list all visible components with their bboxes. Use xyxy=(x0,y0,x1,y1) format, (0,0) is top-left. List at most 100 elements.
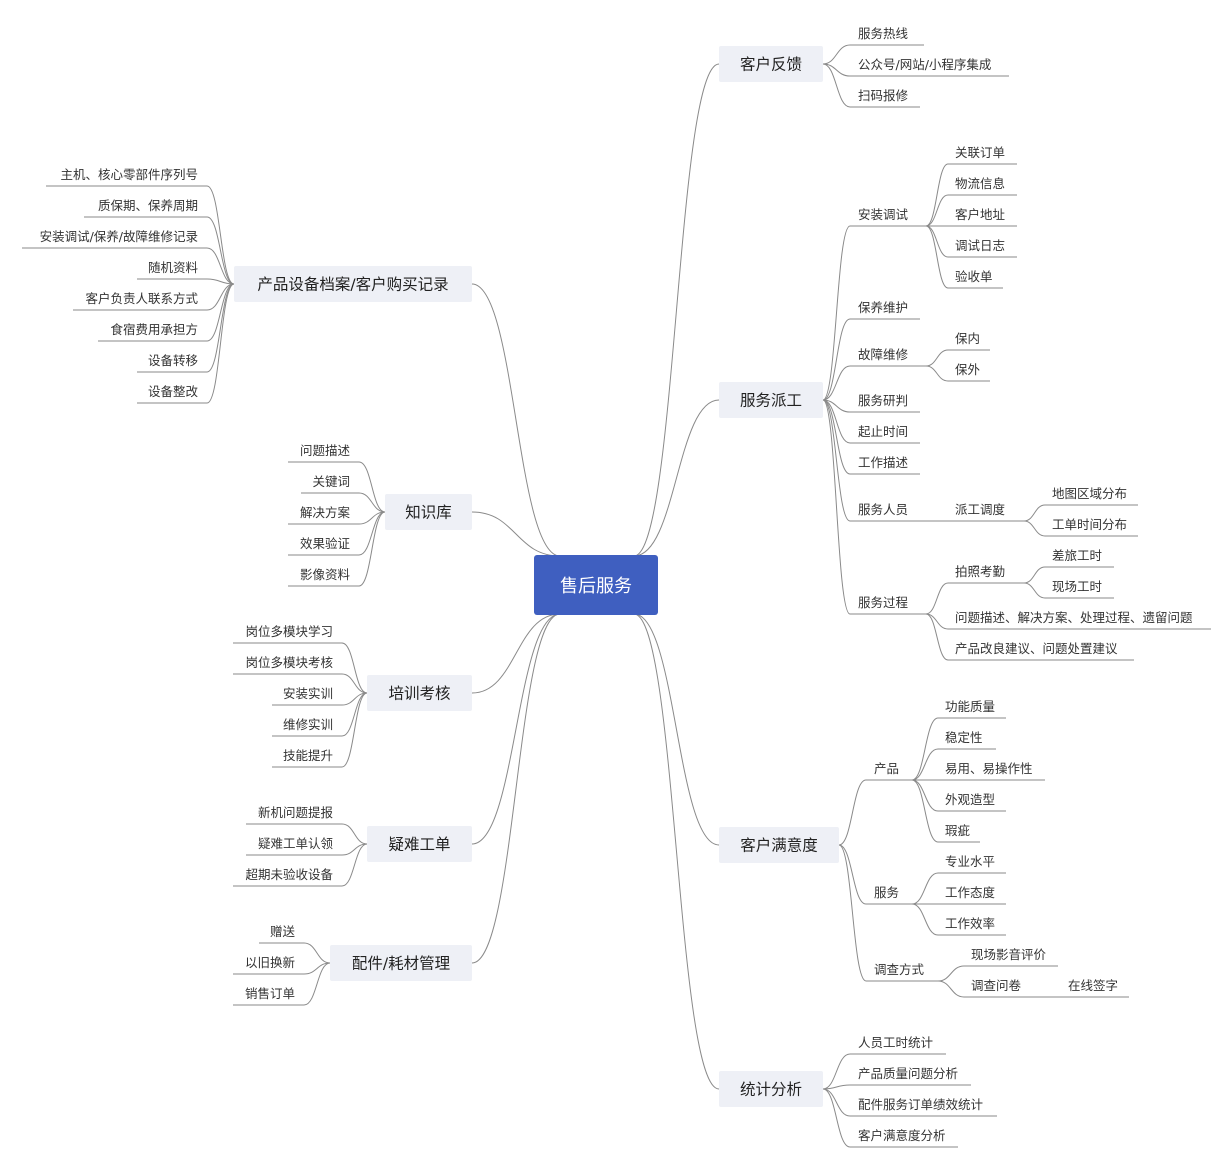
node-label[interactable]: 安装实训 xyxy=(283,686,333,701)
connector-line xyxy=(925,613,949,661)
node-label[interactable]: 客户负责人联系方式 xyxy=(85,291,198,306)
branch-customer-feedback[interactable]: 客户反馈 xyxy=(719,46,823,82)
connector-line xyxy=(911,717,939,781)
node-label[interactable]: 人员工时统计 xyxy=(858,1035,933,1050)
node-label[interactable]: 瑕疵 xyxy=(945,823,971,838)
node-label[interactable]: 工作描述 xyxy=(858,455,909,470)
node-label[interactable]: 安装调试 xyxy=(858,207,909,222)
connector-line xyxy=(358,461,386,513)
connector-line xyxy=(838,779,867,846)
connector-line xyxy=(341,692,368,768)
connector-line xyxy=(822,318,851,401)
node-label[interactable]: 公众号/网站/小程序集成 xyxy=(858,57,991,72)
node-label[interactable]: 服务过程 xyxy=(858,595,909,610)
branch-product-archive[interactable]: 产品设备档案/客户购买记录 xyxy=(234,266,472,302)
node-label[interactable]: 问题描述 xyxy=(300,443,351,458)
branch-parts-management[interactable]: 配件/耗材管理 xyxy=(330,945,472,981)
connector-line xyxy=(937,980,965,998)
node-label[interactable]: 起止时间 xyxy=(858,424,908,439)
branch-statistics[interactable]: 统计分析 xyxy=(719,1071,823,1107)
node-label[interactable]: 岗位多模块学习 xyxy=(245,624,333,639)
node-label[interactable]: 功能质量 xyxy=(945,699,995,714)
node-label[interactable]: 岗位多模块考核 xyxy=(245,655,333,670)
node-label[interactable]: 技能提升 xyxy=(283,748,333,763)
node-label[interactable]: 维修实训 xyxy=(283,717,333,732)
node-label[interactable]: 差旅工时 xyxy=(1052,548,1103,563)
branch-difficult-tickets[interactable]: 疑难工单 xyxy=(367,826,472,862)
node-label[interactable]: 关联订单 xyxy=(955,145,1005,160)
node-label[interactable]: 调试日志 xyxy=(955,238,1005,253)
node-label[interactable]: 超期未验收设备 xyxy=(245,867,333,882)
node-label[interactable]: 保内 xyxy=(955,331,980,346)
node-label[interactable]: 工作态度 xyxy=(945,885,996,900)
connector-line xyxy=(925,365,949,382)
node-label[interactable]: 赠送 xyxy=(270,924,296,939)
root-node[interactable]: 售后服务 xyxy=(534,555,658,615)
connector-line xyxy=(471,511,561,557)
node-label[interactable]: 调查方式 xyxy=(874,962,925,977)
node-label[interactable]: 保外 xyxy=(955,362,981,377)
node-label[interactable]: 产品改良建议、问题处置建议 xyxy=(955,641,1118,656)
node-label[interactable]: 疑难工单认领 xyxy=(258,836,334,851)
connector-line xyxy=(1023,582,1046,599)
branch-knowledge-base[interactable]: 知识库 xyxy=(385,494,472,530)
node-label[interactable]: 服务热线 xyxy=(858,26,909,41)
node-label[interactable]: 外观造型 xyxy=(945,792,995,807)
node-label[interactable]: 解决方案 xyxy=(300,505,351,520)
node-label[interactable]: 配件服务订单绩效统计 xyxy=(858,1097,983,1112)
node-label[interactable]: 专业水平 xyxy=(945,854,995,869)
node-label[interactable]: 销售订单 xyxy=(245,986,295,1001)
connector-line xyxy=(471,283,561,557)
connector-line xyxy=(341,673,368,694)
connector-lines xyxy=(206,44,1046,1148)
node-label[interactable]: 问题描述、解决方案、处理过程、遗留问题 xyxy=(955,610,1193,625)
node-label[interactable]: 效果验证 xyxy=(300,536,351,551)
node-label[interactable]: 服务研判 xyxy=(858,393,908,408)
connector-line xyxy=(937,965,965,982)
node-label[interactable]: 产品质量问题分析 xyxy=(858,1066,958,1081)
node-label[interactable]: 设备整改 xyxy=(148,384,199,399)
node-label[interactable]: 工作效率 xyxy=(945,916,995,931)
node-label[interactable]: 客户地址 xyxy=(955,207,1006,222)
node-label[interactable]: 在线签字 xyxy=(1068,978,1118,993)
branch-customer-satisfaction[interactable]: 客户满意度 xyxy=(719,827,839,863)
node-label[interactable]: 故障维修 xyxy=(858,347,909,362)
node-label[interactable]: 稳定性 xyxy=(945,730,983,745)
node-label[interactable]: 工单时间分布 xyxy=(1052,517,1127,532)
node-label[interactable]: 质保期、保养周期 xyxy=(98,198,198,213)
node-label[interactable]: 扫码报修 xyxy=(858,88,909,103)
connector-line xyxy=(925,163,949,227)
node-label[interactable]: 主机、核心零部件序列号 xyxy=(60,167,198,182)
node-label[interactable]: 新机问题提报 xyxy=(258,805,334,820)
branch-service-dispatch[interactable]: 服务派工 xyxy=(719,382,823,418)
connector-line xyxy=(925,194,949,227)
connector-line xyxy=(838,844,867,905)
connector-line xyxy=(911,748,939,781)
node-label[interactable]: 易用、易操作性 xyxy=(945,761,1033,776)
node-label[interactable]: 拍照考勤 xyxy=(955,564,1005,579)
connector-line xyxy=(633,613,720,1090)
connector-line xyxy=(911,779,939,843)
node-label[interactable]: 保养维护 xyxy=(858,300,908,315)
node-label[interactable]: 食宿费用承担方 xyxy=(110,322,198,337)
connector-line xyxy=(303,962,331,1006)
node-label[interactable]: 验收单 xyxy=(955,269,993,284)
branch-training[interactable]: 培训考核 xyxy=(367,675,472,711)
node-label[interactable]: 关键词 xyxy=(312,474,350,489)
node-label[interactable]: 设备转移 xyxy=(148,353,198,368)
node-label[interactable]: 服务人员 xyxy=(858,502,908,517)
node-label[interactable]: 地图区域分布 xyxy=(1052,486,1127,501)
node-label[interactable]: 以旧换新 xyxy=(245,955,295,970)
node-label[interactable]: 现场影音评价 xyxy=(971,947,1047,962)
node-label[interactable]: 安装调试/保养/故障维修记录 xyxy=(40,229,198,244)
node-label[interactable]: 派工调度 xyxy=(955,502,1006,517)
node-label[interactable]: 客户满意度分析 xyxy=(858,1128,946,1143)
node-label[interactable]: 调查问卷 xyxy=(971,978,1022,993)
node-label[interactable]: 产品 xyxy=(874,761,899,776)
node-label[interactable]: 物流信息 xyxy=(955,176,1005,191)
node-label[interactable]: 现场工时 xyxy=(1052,579,1103,594)
connector-line xyxy=(822,399,851,615)
node-label[interactable]: 服务 xyxy=(874,885,899,900)
node-label[interactable]: 影像资料 xyxy=(300,567,351,582)
node-label[interactable]: 随机资料 xyxy=(148,260,199,275)
